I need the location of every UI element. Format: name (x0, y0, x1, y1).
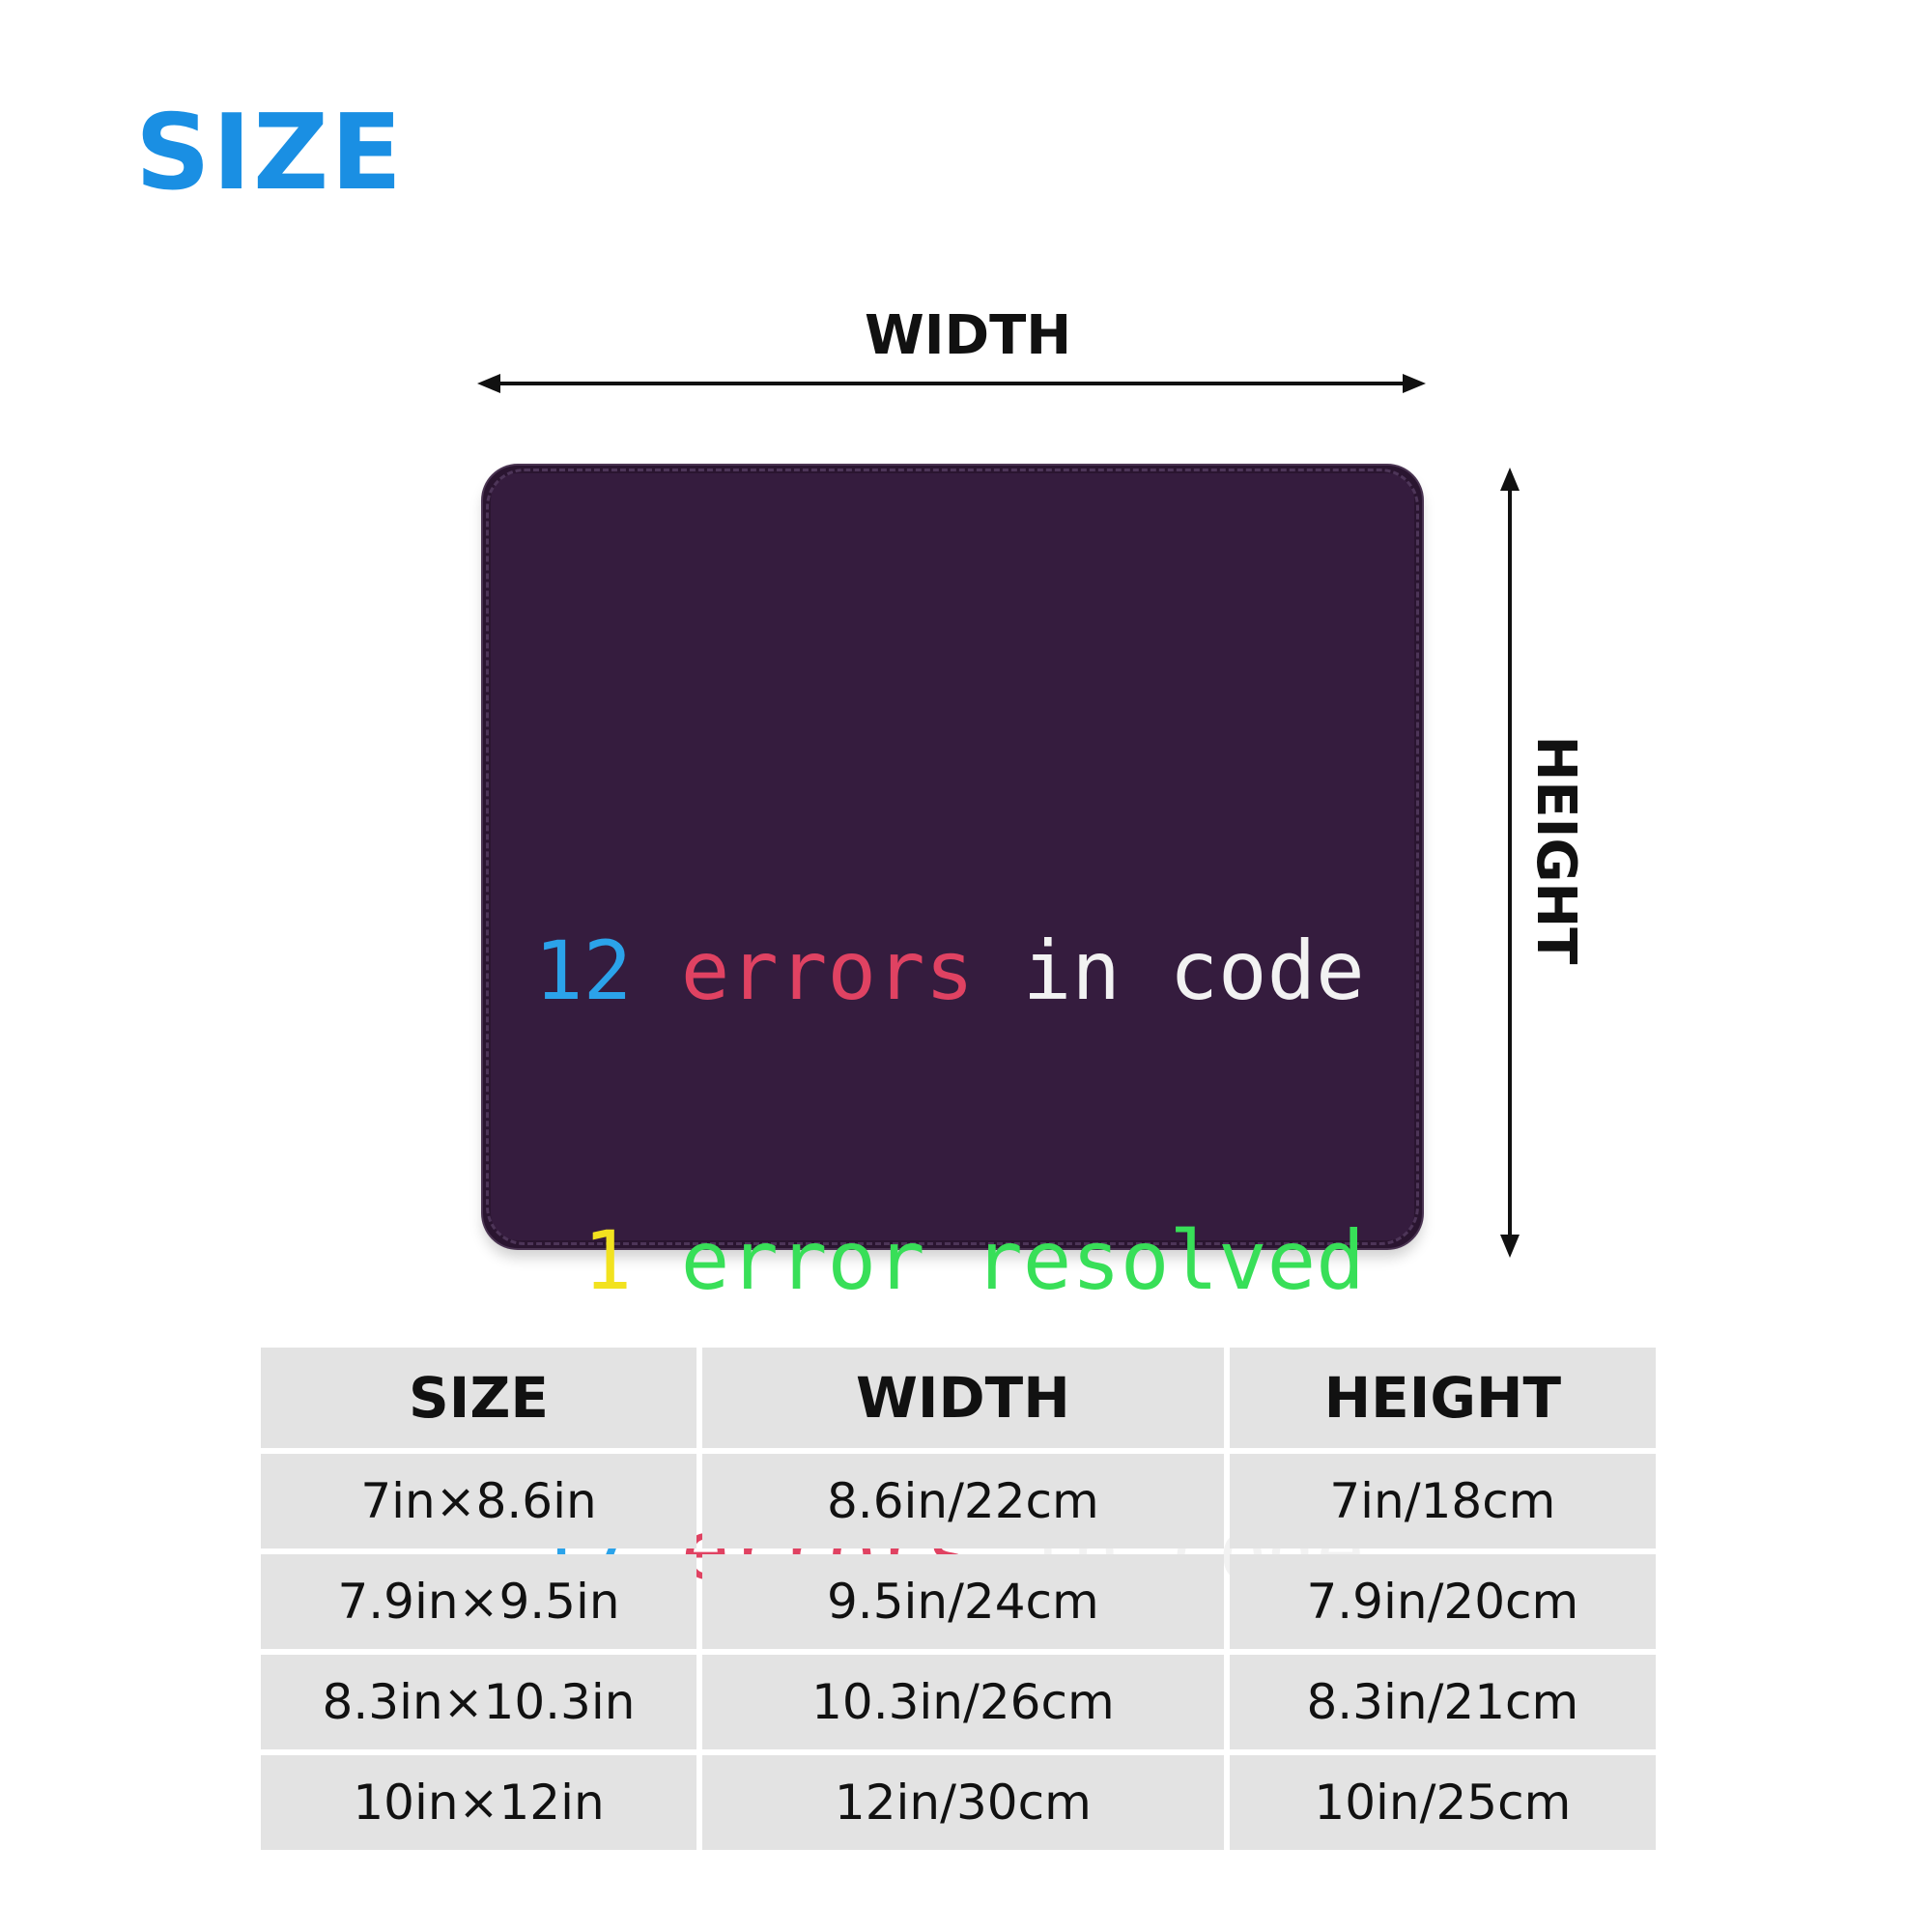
table-row: 7.9in×9.5in 9.5in/24cm 7.9in/20cm (261, 1554, 1656, 1649)
mousepad-line-2: 1 error resolved (534, 1212, 1365, 1309)
line-rest: in code (1022, 923, 1365, 1018)
cell-width: 8.6in/22cm (702, 1454, 1224, 1548)
table-row: 8.3in×10.3in 10.3in/26cm 8.3in/21cm (261, 1655, 1656, 1749)
cell-height: 8.3in/21cm (1229, 1655, 1656, 1749)
cell-height: 7in/18cm (1229, 1454, 1656, 1548)
page-title: SIZE (135, 93, 405, 213)
line-number: 1 (534, 1213, 633, 1308)
header-height: HEIGHT (1229, 1348, 1656, 1448)
line-word: errors (680, 923, 975, 1018)
line-rest: resolved (974, 1213, 1365, 1308)
cell-size: 7in×8.6in (261, 1454, 697, 1548)
cell-height: 10in/25cm (1229, 1755, 1656, 1850)
size-table: SIZE WIDTH HEIGHT 7in×8.6in 8.6in/22cm 7… (255, 1342, 1662, 1856)
mousepad-line-1: 12 errors in code (534, 923, 1365, 1019)
header-size: SIZE (261, 1348, 697, 1448)
mousepad-image: 12 errors in code 1 error resolved 17 er… (483, 466, 1422, 1598)
height-arrow-shape (1500, 468, 1520, 1258)
line-number: 12 (534, 923, 633, 1018)
width-arrow-shape (477, 374, 1426, 393)
cell-width: 12in/30cm (702, 1755, 1224, 1850)
header-width: WIDTH (702, 1348, 1224, 1448)
cell-height: 7.9in/20cm (1229, 1554, 1656, 1649)
table-row: 7in×8.6in 8.6in/22cm 7in/18cm (261, 1454, 1656, 1548)
height-label: HEIGHT (1524, 735, 1587, 965)
table-row: 10in×12in 12in/30cm 10in/25cm (261, 1755, 1656, 1850)
table-header-row: SIZE WIDTH HEIGHT (261, 1348, 1656, 1448)
cell-width: 9.5in/24cm (702, 1554, 1224, 1649)
cell-size: 7.9in×9.5in (261, 1554, 697, 1649)
cell-size: 10in×12in (261, 1755, 697, 1850)
cell-size: 8.3in×10.3in (261, 1655, 697, 1749)
cell-width: 10.3in/26cm (702, 1655, 1224, 1749)
width-label: WIDTH (865, 304, 1072, 367)
line-word: error (680, 1213, 925, 1308)
